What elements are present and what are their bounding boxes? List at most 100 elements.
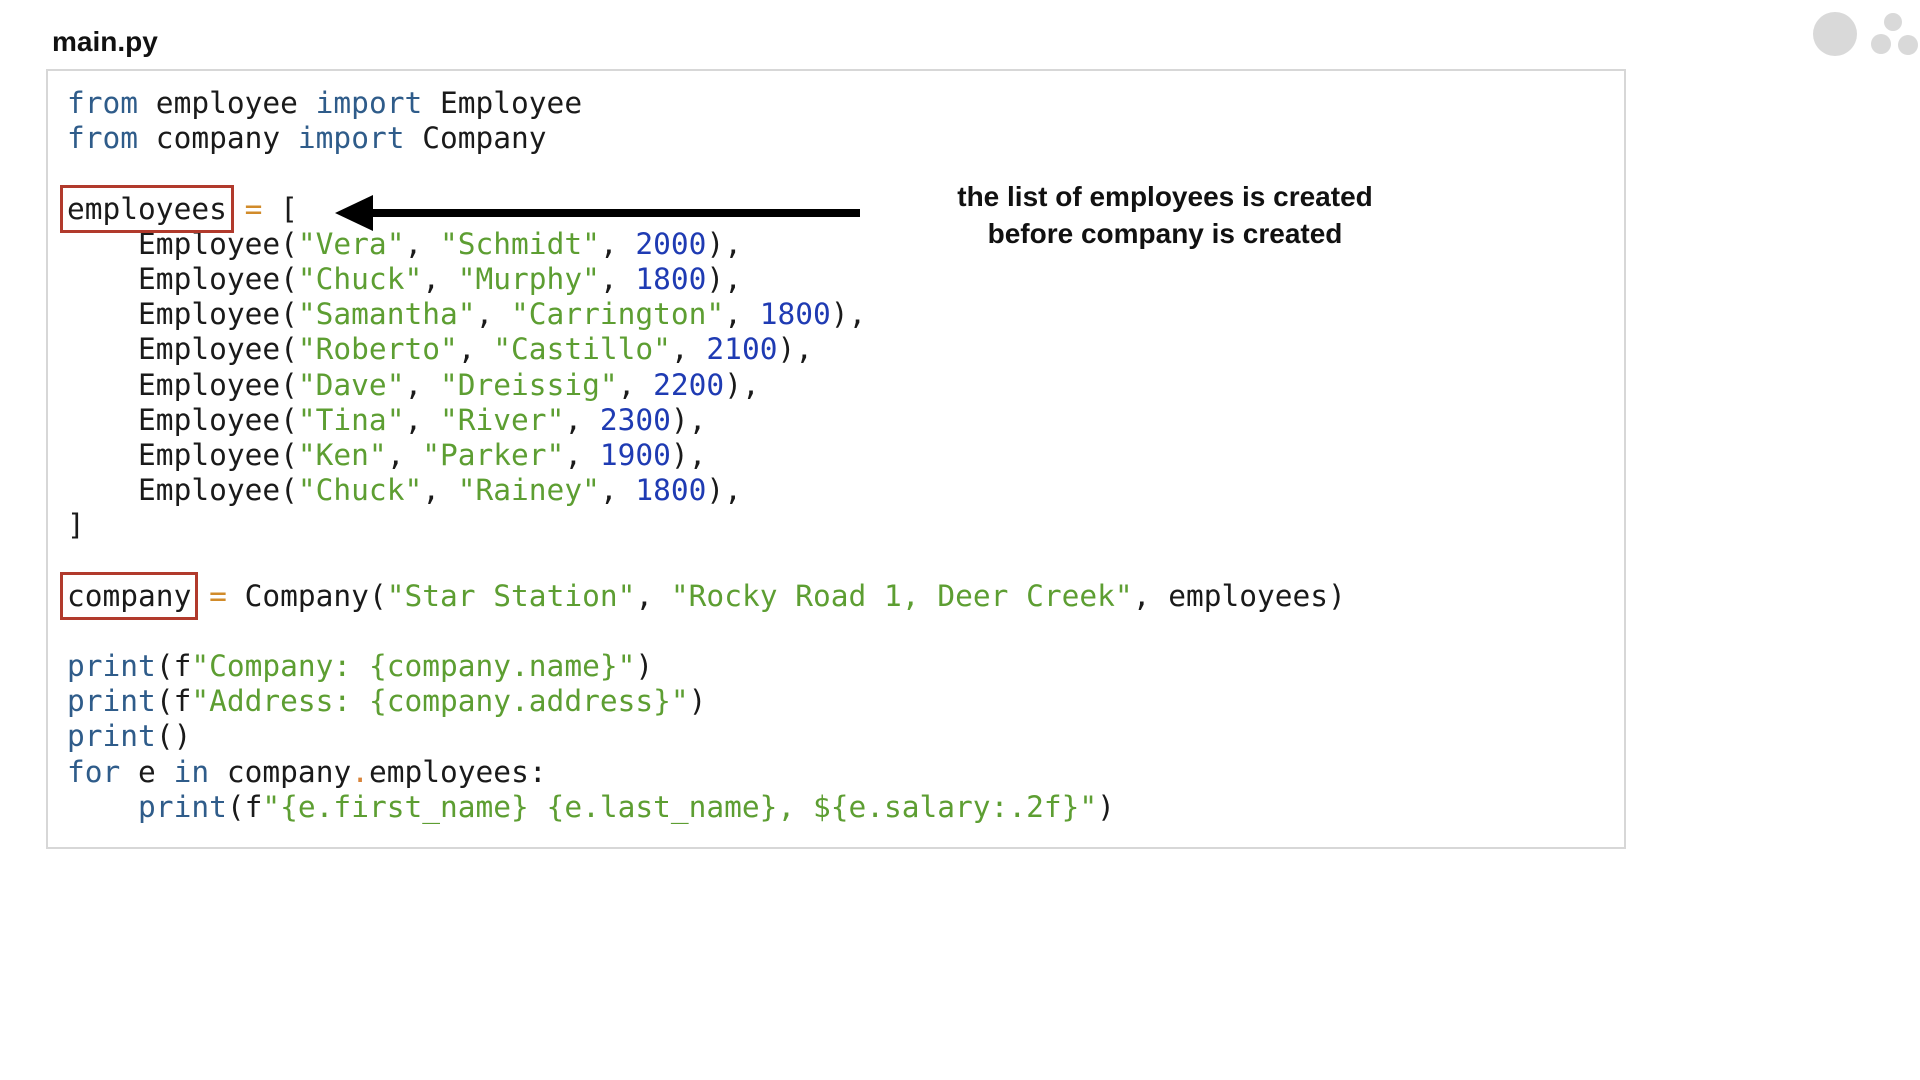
print-open: (f [155,684,192,719]
code-line-company: company = Company("Star Station", "Rocky… [59,571,1346,620]
code-line-print-employee: print(f"{e.first_name} {e.last_name}, ${… [67,790,1346,825]
company-name-string: "Star Station" [386,578,636,613]
salary-number: 1800 [635,473,707,508]
print-function: print [67,684,156,719]
comma: , [404,402,440,437]
employee-call: Employee( [67,332,298,367]
comma: , [599,473,636,508]
dots-logo-icon [1813,12,1918,56]
employee-row: Employee("Vera", "Schmidt", 2000), [67,227,1346,262]
print-function: print [67,719,156,754]
comma: , [404,226,440,261]
fstring: "Address: {company.address}" [191,684,689,719]
first-name-string: "Chuck" [297,473,423,508]
last-name-string: "Castillo" [493,332,671,367]
call-end: ), [670,402,707,437]
call-end: ), [830,297,867,332]
print-close: ) [688,684,707,719]
comma: , [564,437,600,472]
salary-number: 1800 [635,261,707,296]
print-open: (f [155,649,192,683]
comma: , [564,402,600,437]
employee-call: Employee( [67,226,298,261]
assign-operator: = [226,191,263,226]
employee-row: Employee("Chuck", "Murphy", 1800), [67,262,1346,297]
keyword-from: from [67,121,139,156]
loop-object: company [209,754,352,789]
print-function: print [138,789,227,824]
first-name-string: "Ken" [297,437,387,472]
code-panel [46,69,1626,849]
file-title: main.py [52,26,158,57]
indent [67,790,138,824]
comma: , [635,578,671,613]
company-variable-highlight: company [59,571,199,620]
keyword-import: import [315,86,423,120]
first-name-string: "Roberto" [297,332,458,367]
print-close: ) [1097,789,1115,824]
code-line-for: for e in company.employees: [67,755,1346,790]
keyword-for: for [67,754,121,789]
call-end: ), [724,367,760,402]
print-close: ) [635,649,654,683]
call-end: ), [706,226,742,261]
keyword-from: from [67,86,139,120]
comma: , [457,332,494,367]
employee-row: Employee("Tina", "River", 2300), [67,403,1346,438]
employee-row: Employee("Roberto", "Castillo", 2100), [67,332,1346,367]
first-name-string: "Vera" [297,226,405,261]
salary-number: 2300 [599,402,671,437]
employee-row: Employee("Samantha", "Carrington", 1800)… [67,297,1346,332]
code-line-2: from company import Company [67,121,1346,156]
code-line-print-address: print(f"Address: {company.address}") [67,684,1346,719]
last-name-string: "Rainey" [457,473,600,508]
comma: , [617,367,654,402]
code-line-4: employees = [ [60,184,1346,233]
comma: , [404,367,440,402]
employee-row: Employee("Chuck", "Rainey", 1800), [67,473,1346,508]
first-name-string: "Samantha" [297,297,476,332]
annotation-line-2: before company is created [987,218,1343,249]
salary-number: 2200 [653,367,725,402]
employee-call: Employee( [67,297,298,332]
comma: , [422,261,458,296]
comma: , [599,226,636,261]
company-call-tail: , employees) [1132,578,1346,613]
last-name-string: "Parker" [422,437,565,472]
class-name: Employee [422,86,583,120]
comma: , [422,473,458,508]
last-name-string: "Carrington" [511,297,725,332]
print-open: (f [226,789,263,824]
comma: , [475,297,512,332]
last-name-string: "Murphy" [457,261,600,296]
code-line-print-empty: print() [67,719,1346,754]
last-name-string: "Dreissig" [440,367,618,402]
loop-variable: e [120,754,174,789]
close-bracket: ] [67,508,85,543]
salary-number: 1900 [599,437,671,472]
employees-variable-highlight: employees [60,184,234,233]
last-name-string: "River" [440,402,565,437]
employee-call: Employee( [67,473,298,508]
employee-call: Employee( [67,367,298,402]
company-call: Company( [226,578,387,613]
keyword-in: in [173,754,210,789]
module-name: company [138,121,298,156]
attribute-dot: . [351,754,369,789]
employee-call: Employee( [67,437,298,472]
fstring: "{e.first_name} {e.last_name}, ${e.salar… [262,789,1098,824]
code-line-close-bracket: ] [67,508,1346,543]
keyword-import: import [297,121,405,156]
open-bracket: [ [262,191,298,226]
print-function: print [67,649,156,683]
first-name-string: "Chuck" [297,261,423,296]
code-line-blank [67,543,1346,578]
comma: , [724,297,760,332]
code-line-print-company: print(f"Company: {company.name}") [67,649,1346,684]
print-parens: () [155,719,192,754]
annotation-note: the list of employees is created before … [900,178,1430,252]
salary-number: 2000 [635,226,707,261]
code-line-blank [67,614,1346,649]
first-name-string: "Dave" [297,367,405,402]
